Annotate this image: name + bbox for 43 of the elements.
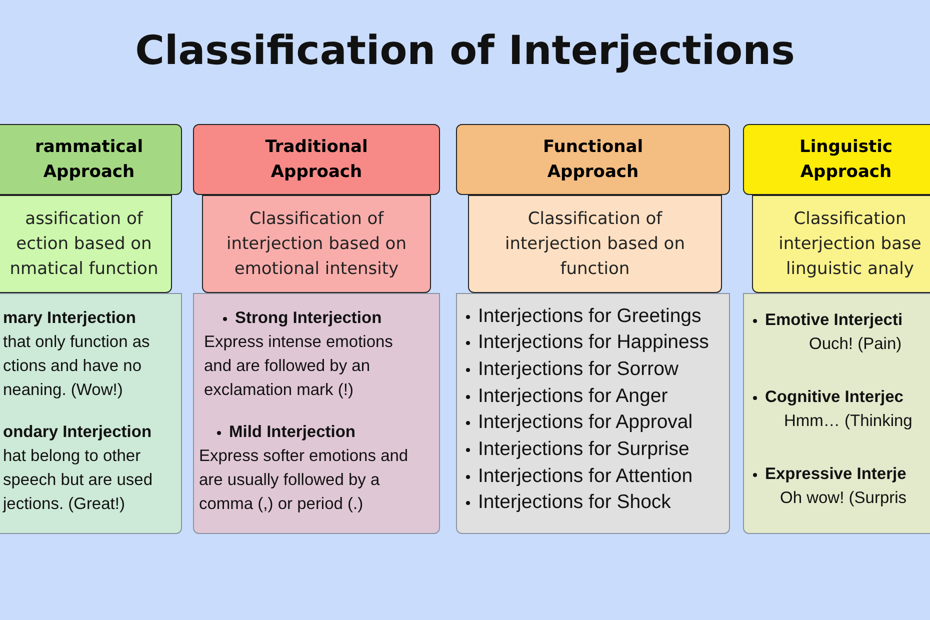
header-box — [193, 124, 440, 195]
list-item: Interjections for Surprise — [478, 437, 690, 461]
list-item: Interjections for Greetings — [478, 304, 702, 328]
header-box — [0, 124, 182, 195]
list-item: Interjections for Happiness — [478, 330, 709, 354]
subtitle-box — [468, 195, 722, 293]
header-box — [743, 124, 930, 195]
subtitle-box — [0, 195, 172, 293]
content-panel — [193, 293, 440, 534]
list-item: Interjections for Shock — [478, 490, 671, 514]
item-description: Ouch! (Pain) — [809, 334, 903, 355]
item-heading: Strong Interjection — [235, 308, 382, 329]
header-text: rammatical Approach — [34, 136, 144, 184]
header-text: Linguistic Approach — [798, 136, 894, 184]
list-item: Interjections for Anger — [478, 384, 668, 408]
item-heading: Cognitive Interjec — [765, 387, 904, 408]
subtitle-box — [202, 195, 431, 293]
item-description: Hmm… (Thinking — [784, 411, 914, 432]
subtitle-text: Classification interjection base linguistic analy — [778, 208, 922, 280]
item-description: Oh wow! (Surpris — [780, 488, 908, 509]
subtitle-text: Classification of interjection based on function — [504, 208, 686, 280]
item-heading: mary Interjection — [3, 308, 136, 329]
item-description: Express softer emotions and are usually followed by a comma (,) or period (.) — [199, 446, 410, 515]
subtitle-box — [752, 195, 930, 293]
item-description: Express intense emotions and are followed by an exclamation mark (!) — [204, 332, 394, 401]
content-panel — [743, 293, 930, 534]
header-box — [456, 124, 730, 195]
item-heading: ondary Interjection — [3, 422, 152, 443]
item-description: that only function as ctions and have no neaning. (Wow!) — [3, 332, 151, 401]
item-heading: Emotive Interjecti — [765, 310, 903, 331]
content-panel — [0, 293, 182, 534]
list-item: Interjections for Approval — [478, 410, 693, 434]
list-item: Interjections for Sorrow — [478, 357, 678, 381]
item-description: hat belong to other speech but are used jections. (Great!) — [3, 446, 154, 515]
title: Classification of Interjections — [134, 28, 796, 74]
item-heading: Expressive Interje — [765, 464, 906, 485]
content-panel — [456, 293, 730, 534]
list-item: Interjections for Attention — [478, 464, 693, 488]
subtitle-text: Classification of interjection based on emotional intensity — [225, 208, 408, 280]
header-text: Functional Approach — [542, 136, 644, 184]
item-heading: Mild Interjection — [229, 422, 356, 443]
header-text: Traditional Approach — [264, 136, 369, 184]
subtitle-text: assification of ection based on nmatical function — [8, 208, 160, 280]
